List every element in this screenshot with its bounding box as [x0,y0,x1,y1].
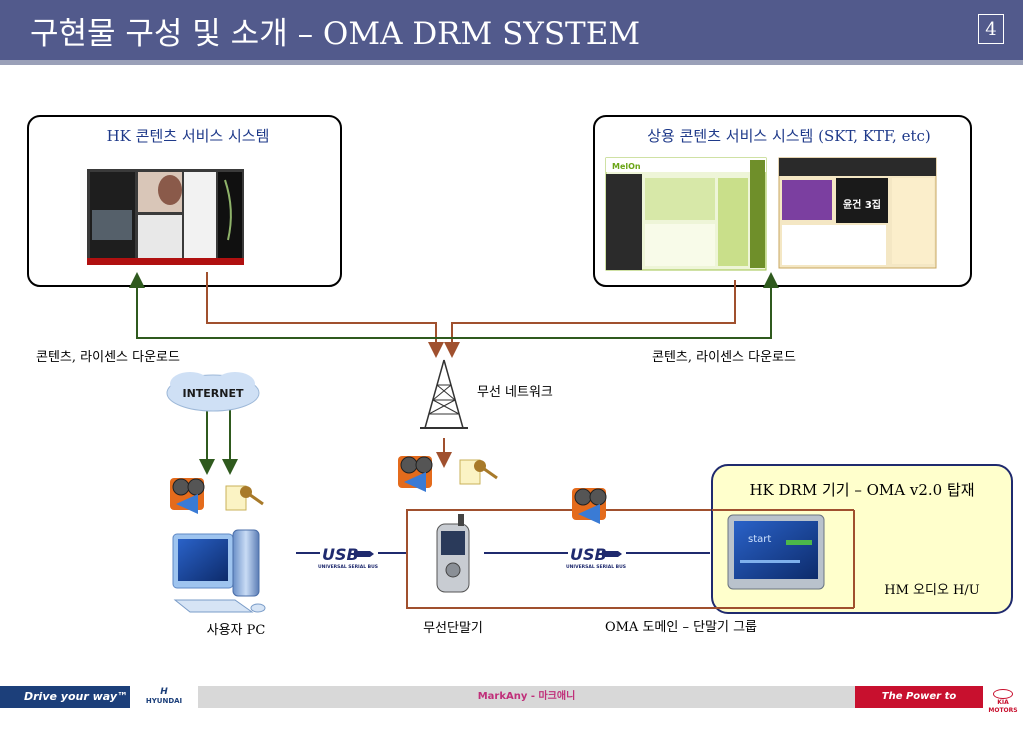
wireless-network-label: 무선 네트워크 [477,385,553,400]
kia-logo: KIA MOTORS [983,686,1023,714]
commercial-service-box: 상용 콘텐츠 서비스 시스템 (SKT, KTF, etc) MelOn 윤건 … [593,115,972,287]
usb-caption: UNIVERSAL SERIAL BUS [318,564,378,570]
usb-caption: UNIVERSAL SERIAL BUS [566,564,626,570]
title-underline [0,60,1023,65]
music-album-title: 윤건 3집 [843,198,881,211]
hyundai-wordmark: HYUNDAI [145,697,183,705]
kia-oval-icon [993,689,1013,699]
kia-wordmark: KIA MOTORS [988,699,1018,714]
start-label: start [748,534,771,545]
oma-domain-label: OMA 도메인 – 단말기 그룹 [605,620,757,635]
media-player-icon [170,478,205,514]
desktop-pc-icon [172,529,266,613]
footer-center-text: MarkAny - 마크애니 [477,691,576,702]
page-number: 4 [978,14,1004,44]
download-label-left-group: 콘텐츠, 라이센스 다운로드 [30,345,230,367]
usb-link-right: USB UNIVERSAL SERIAL BUS [484,545,710,570]
media-player-icon [398,456,433,492]
usb-logo: USB [570,545,607,564]
usb-plug-icon [354,551,374,557]
license-key-icon [459,459,498,485]
hk-service-box: HK 콘텐츠 서비스 시스템 [27,115,342,287]
footer-slogan-left: Drive your way™ [0,686,130,708]
commercial-service-label: 상용 콘텐츠 서비스 시스템 (SKT, KTF, etc) [647,127,931,145]
user-pc-label: 사용자 PC [207,623,266,638]
head-unit-label: HM 오디오 H/U [884,583,980,598]
usb-logo: USB [322,545,359,564]
footer-slogan-right: The Power to Surprise™ [855,686,983,724]
download-label-left: 콘텐츠, 라이센스 다운로드 [36,350,180,365]
hk-website-screenshot [87,159,244,265]
internet-cloud: INTERNET [166,372,260,412]
hk-drm-device-label: HK DRM 기기 – OMA v2.0 탑재 [749,481,974,499]
antenna-icon [420,359,468,429]
usb-link-left: USB UNIVERSAL SERIAL BUS [296,545,408,570]
usb-plug-icon [602,551,622,557]
mobile-label: 무선단말기 [423,621,483,636]
internet-label: INTERNET [182,387,244,400]
hyundai-logo: H HYUNDAI [130,686,198,708]
melon-logo: MelOn [612,162,641,171]
mobile-phone-icon [436,514,470,593]
network-links [129,272,779,475]
melon-screenshot: MelOn [605,157,767,271]
drm-system-diagram: HK 콘텐츠 서비스 시스템 상용 콘텐츠 서비스 시스템 (SKT, KTF,… [27,115,1013,638]
title-bar: 구현물 구성 및 소개 – OMA DRM SYSTEM 4 [0,0,1023,60]
hyundai-h-icon: H [160,687,168,697]
head-unit-monitor-icon: start [727,514,825,590]
music-site-screenshot: 윤건 3집 [778,157,937,269]
download-label-right: 콘텐츠, 라이센스 다운로드 [652,350,796,365]
hk-service-label: HK 콘텐츠 서비스 시스템 [107,127,270,145]
license-key-icon [225,485,264,511]
media-player-icon [572,488,607,524]
page-title: 구현물 구성 및 소개 – OMA DRM SYSTEM [30,16,641,52]
footer-bar: Drive your way™ H HYUNDAI MarkAny - 마크애니… [0,686,1023,724]
